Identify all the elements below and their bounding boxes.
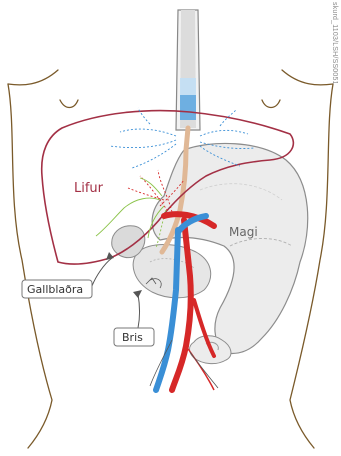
liver-label: Lifur	[74, 181, 104, 196]
stomach-label: Magi	[229, 225, 258, 239]
gallbladder-label: Gallblaðra	[27, 283, 83, 296]
image-credit: skurd_1103/LSH/SS0051	[331, 2, 338, 85]
left-chest-mark	[60, 100, 78, 108]
pancreas-label: Bris	[122, 331, 143, 344]
right-chest-mark	[262, 100, 280, 108]
gallbladder-callout: Gallblaðra	[22, 252, 114, 298]
gallbladder	[112, 226, 145, 258]
pancreas	[133, 245, 211, 298]
pancreas-callout: Bris	[114, 290, 154, 346]
